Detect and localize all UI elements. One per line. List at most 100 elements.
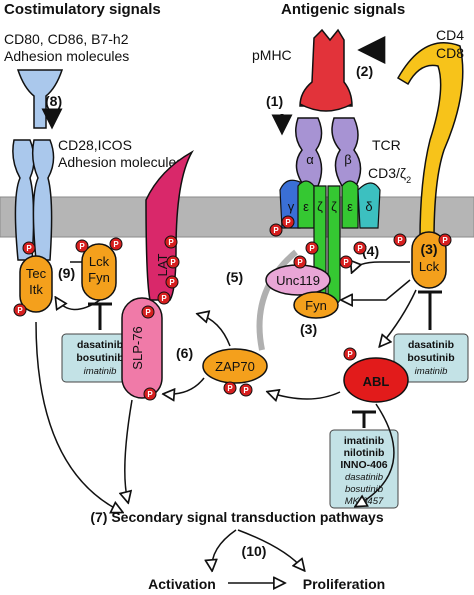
zap70-kinase xyxy=(202,348,268,384)
slp76-to-pathways-arrow xyxy=(125,399,133,502)
phospho-label: P xyxy=(161,294,167,303)
phospho-label: P xyxy=(243,386,249,395)
phospho-circle xyxy=(305,241,319,255)
label-step10: (10) xyxy=(242,543,267,559)
label-step6: (6) xyxy=(176,345,193,361)
abl-inhibitor-3: INNO-406 xyxy=(340,459,387,471)
phospho-label: P xyxy=(347,350,353,359)
phospho-circle xyxy=(143,387,157,401)
pmhc-complex xyxy=(299,28,353,107)
cd3-delta-label: δ xyxy=(365,199,372,214)
phospho-circle xyxy=(281,215,295,229)
phospho-label: P xyxy=(273,226,279,235)
phospho-circle xyxy=(239,383,253,397)
abl-to-pathways-arrow xyxy=(356,403,395,506)
abl-label: ABL xyxy=(363,374,390,389)
abl-inhibitor-2: nilotinib xyxy=(344,447,385,459)
lck-to-abl-arrow xyxy=(380,289,417,346)
label-proliferation: Proliferation xyxy=(303,576,385,592)
label-cd3: CD3/ζ2 xyxy=(368,165,411,185)
phospho-circle xyxy=(293,255,307,269)
abl-inhibitor-4: dasatinib xyxy=(345,472,383,483)
lck-right-label: Lck xyxy=(419,259,440,274)
cd3-epsilon-right-label: ε xyxy=(347,199,353,214)
label-step5: (5) xyxy=(226,269,243,285)
tec-itk-node xyxy=(19,255,53,313)
phospho-label: P xyxy=(147,390,153,399)
phospho-circle xyxy=(438,233,452,247)
header-costimulatory: Costimulatory signals xyxy=(4,1,161,18)
cd3-gamma-label: γ xyxy=(288,199,295,214)
cd28-chain-right xyxy=(31,139,55,261)
itk-label: Itk xyxy=(29,282,43,297)
pmhc-base xyxy=(299,103,353,112)
phospho-circle xyxy=(269,223,283,237)
label-adhesion-top: Adhesion molecules xyxy=(4,48,129,64)
lat-label: LAT xyxy=(155,254,170,277)
phospho-label: P xyxy=(169,278,175,287)
cd3-zeta-left-label: ζ xyxy=(317,199,323,214)
tec-label: Tec xyxy=(26,266,47,281)
phospho-circle xyxy=(393,233,407,247)
lck-to-cd3-arrow xyxy=(352,262,410,272)
phospho-circle xyxy=(339,255,353,269)
right-inhibitor-2: bosutinib xyxy=(407,352,454,364)
label-pmhc: pMHC xyxy=(252,47,292,63)
phospho-circle xyxy=(353,241,367,255)
abl-inhibitor-5: bosutinib xyxy=(345,484,383,495)
abl-inhibitor-1: imatinib xyxy=(344,435,384,447)
phospho-circle xyxy=(22,241,36,255)
cd3-delta xyxy=(357,182,381,229)
fyn-center-label: Fyn xyxy=(305,298,327,313)
fyn-center-node xyxy=(293,291,339,319)
zap70-to-slp76-arrow xyxy=(164,377,205,394)
step5-pathway xyxy=(256,249,298,351)
phospho-label: P xyxy=(343,258,349,267)
cd3-epsilon-right xyxy=(341,180,359,229)
phospho-label: P xyxy=(309,244,315,253)
label-step8: (8) xyxy=(45,93,62,109)
label-cd28: CD28,ICOS xyxy=(58,137,132,153)
phospho-circle xyxy=(109,237,123,251)
lck-left-label: Lck xyxy=(89,254,110,269)
lck-right-node xyxy=(411,231,447,289)
phospho-label: P xyxy=(357,244,363,253)
phospho-label: P xyxy=(170,258,176,267)
phospho-label: P xyxy=(79,242,85,251)
phospho-label: P xyxy=(397,236,403,245)
abl-inhibitor-box xyxy=(329,429,399,509)
phospho-circle xyxy=(165,275,179,289)
phospho-circle xyxy=(75,239,89,253)
zap70-label: ZAP70 xyxy=(215,359,255,374)
left-inhibitor-1: dasatinib xyxy=(77,339,123,351)
right-inhibitor-3: imatinib xyxy=(415,366,448,377)
phospho-label: P xyxy=(297,258,303,267)
unc119-label: Unc119 xyxy=(276,273,320,288)
label-step1: (1) xyxy=(266,93,283,109)
slp76-label: SLP-76 xyxy=(130,326,145,369)
abl-to-zap70-arrow xyxy=(268,392,341,399)
phospho-label: P xyxy=(145,308,151,317)
right-inhibitor-1: dasatinib xyxy=(408,339,454,351)
phospho-label: P xyxy=(285,218,291,227)
phospho-label: P xyxy=(168,238,174,247)
pathways-to-proliferation-arrow xyxy=(237,529,304,570)
zap70-to-lat-arrow xyxy=(198,314,231,347)
tcr-beta-label: β xyxy=(344,152,351,167)
phospho-circle xyxy=(343,347,357,361)
phospho-label: P xyxy=(442,236,448,245)
phospho-circle xyxy=(13,303,27,317)
slp76-adapter xyxy=(121,297,163,399)
lat-adapter xyxy=(145,150,194,301)
left-inhibitor-3: imatinib xyxy=(84,366,117,377)
label-adhesion-bottom: Adhesion molecules xyxy=(58,154,183,170)
left-inhibition-bar xyxy=(88,302,112,330)
label-step2: (2) xyxy=(356,63,373,79)
label-step3b: (3) xyxy=(300,321,317,337)
pathways-to-activation-arrow xyxy=(212,529,237,570)
phospho-circle xyxy=(164,235,178,249)
tec-to-pathways-arrow xyxy=(35,321,122,512)
phospho-label: P xyxy=(113,240,119,249)
label-cd80: CD80, CD86, B7-h2 xyxy=(4,31,129,47)
